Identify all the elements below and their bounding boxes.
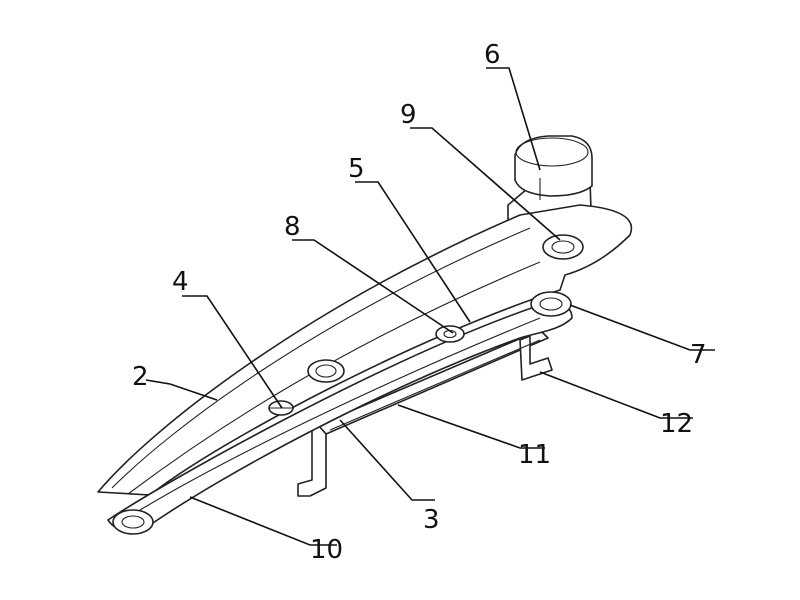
pulley-middle	[307, 359, 345, 383]
lower-arm	[107, 303, 573, 532]
label-9: 9	[400, 100, 417, 130]
label-10: 10	[310, 535, 343, 565]
label-3: 3	[423, 505, 440, 535]
pulley-7	[530, 291, 572, 317]
leader-lines	[145, 67, 715, 546]
pivot-4	[268, 400, 294, 416]
pulley-9	[542, 234, 584, 260]
label-8: 8	[284, 212, 301, 242]
label-4: 4	[172, 267, 189, 297]
label-7: 7	[690, 340, 707, 370]
label-2: 2	[132, 362, 149, 392]
label-11: 11	[518, 440, 551, 470]
pulley-8	[435, 325, 465, 343]
label-5: 5	[348, 154, 365, 184]
label-12: 12	[660, 409, 693, 439]
pulley-10	[112, 509, 154, 535]
label-6: 6	[484, 40, 501, 70]
upper-arm	[97, 204, 633, 496]
